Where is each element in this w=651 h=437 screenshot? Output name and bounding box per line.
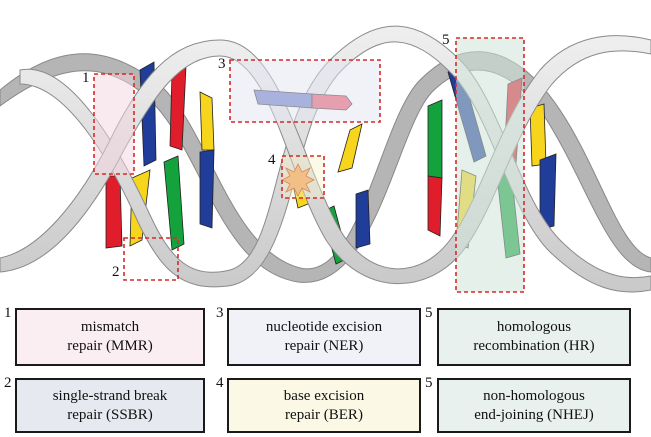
legend-text: repair (MMR)	[67, 338, 153, 354]
legend-number: 5	[425, 305, 433, 321]
region-label-1: 1	[82, 70, 90, 86]
back-backbone	[0, 51, 651, 283]
base-green	[427, 99, 443, 179]
legend-text: non-homologous	[483, 387, 585, 404]
legend-number: 4	[216, 375, 224, 391]
legend-box-mmr: mismatch repair (MMR)	[15, 308, 205, 366]
base-blue	[539, 153, 557, 231]
region-label-5: 5	[442, 32, 450, 48]
legend-text: mismatch	[80, 319, 140, 335]
region-label-4: 4	[268, 152, 276, 168]
base-blue	[355, 189, 371, 249]
base-red	[105, 175, 123, 249]
legend-number: 1	[4, 305, 12, 321]
legend-text: nucleotide excision	[265, 319, 383, 335]
legend-number: 5	[425, 375, 433, 391]
legend-text: homologous	[496, 319, 572, 335]
legend-text: repair (SSBR)	[67, 406, 153, 423]
base-red	[427, 175, 443, 237]
legend-box-ssbr: single-strand break repair (SSBR)	[15, 378, 205, 433]
legend-box-hr: homologous recombination (HR)	[437, 308, 631, 366]
region-5-hr-nhej	[455, 37, 525, 293]
legend-text: end-joining (NHEJ)	[474, 406, 594, 423]
legend-text: repair (BER)	[285, 406, 363, 423]
region-label-2: 2	[112, 264, 120, 280]
base-yellow	[199, 91, 215, 151]
legend-text: single-strand break	[52, 387, 168, 404]
legend-box-ber: base excision repair (BER)	[227, 378, 421, 433]
damage-star-icon	[281, 163, 315, 197]
legend-text: base excision	[283, 387, 365, 404]
legend-box-ner: nucleotide excision repair (NER)	[227, 308, 421, 366]
legend-text: recombination (HR)	[473, 338, 595, 354]
region-1-mmr	[93, 73, 135, 175]
legend-text: repair (NER)	[284, 338, 364, 354]
dna-repair-diagram: 1 2 3 4 5	[0, 25, 651, 293]
front-backbone-right	[0, 35, 651, 284]
base-green	[163, 155, 185, 251]
legend-number: 3	[216, 305, 224, 321]
base-yellow	[337, 123, 363, 173]
region-label-3: 3	[218, 56, 226, 72]
dna-helix-illustration	[0, 25, 651, 293]
legend-box-nhej: non-homologous end-joining (NHEJ)	[437, 378, 631, 433]
region-2-ssbr	[123, 237, 179, 281]
region-3-ner	[229, 59, 381, 123]
legend-number: 2	[4, 375, 12, 391]
region-4-ber	[281, 155, 325, 199]
base-blue	[199, 149, 215, 229]
